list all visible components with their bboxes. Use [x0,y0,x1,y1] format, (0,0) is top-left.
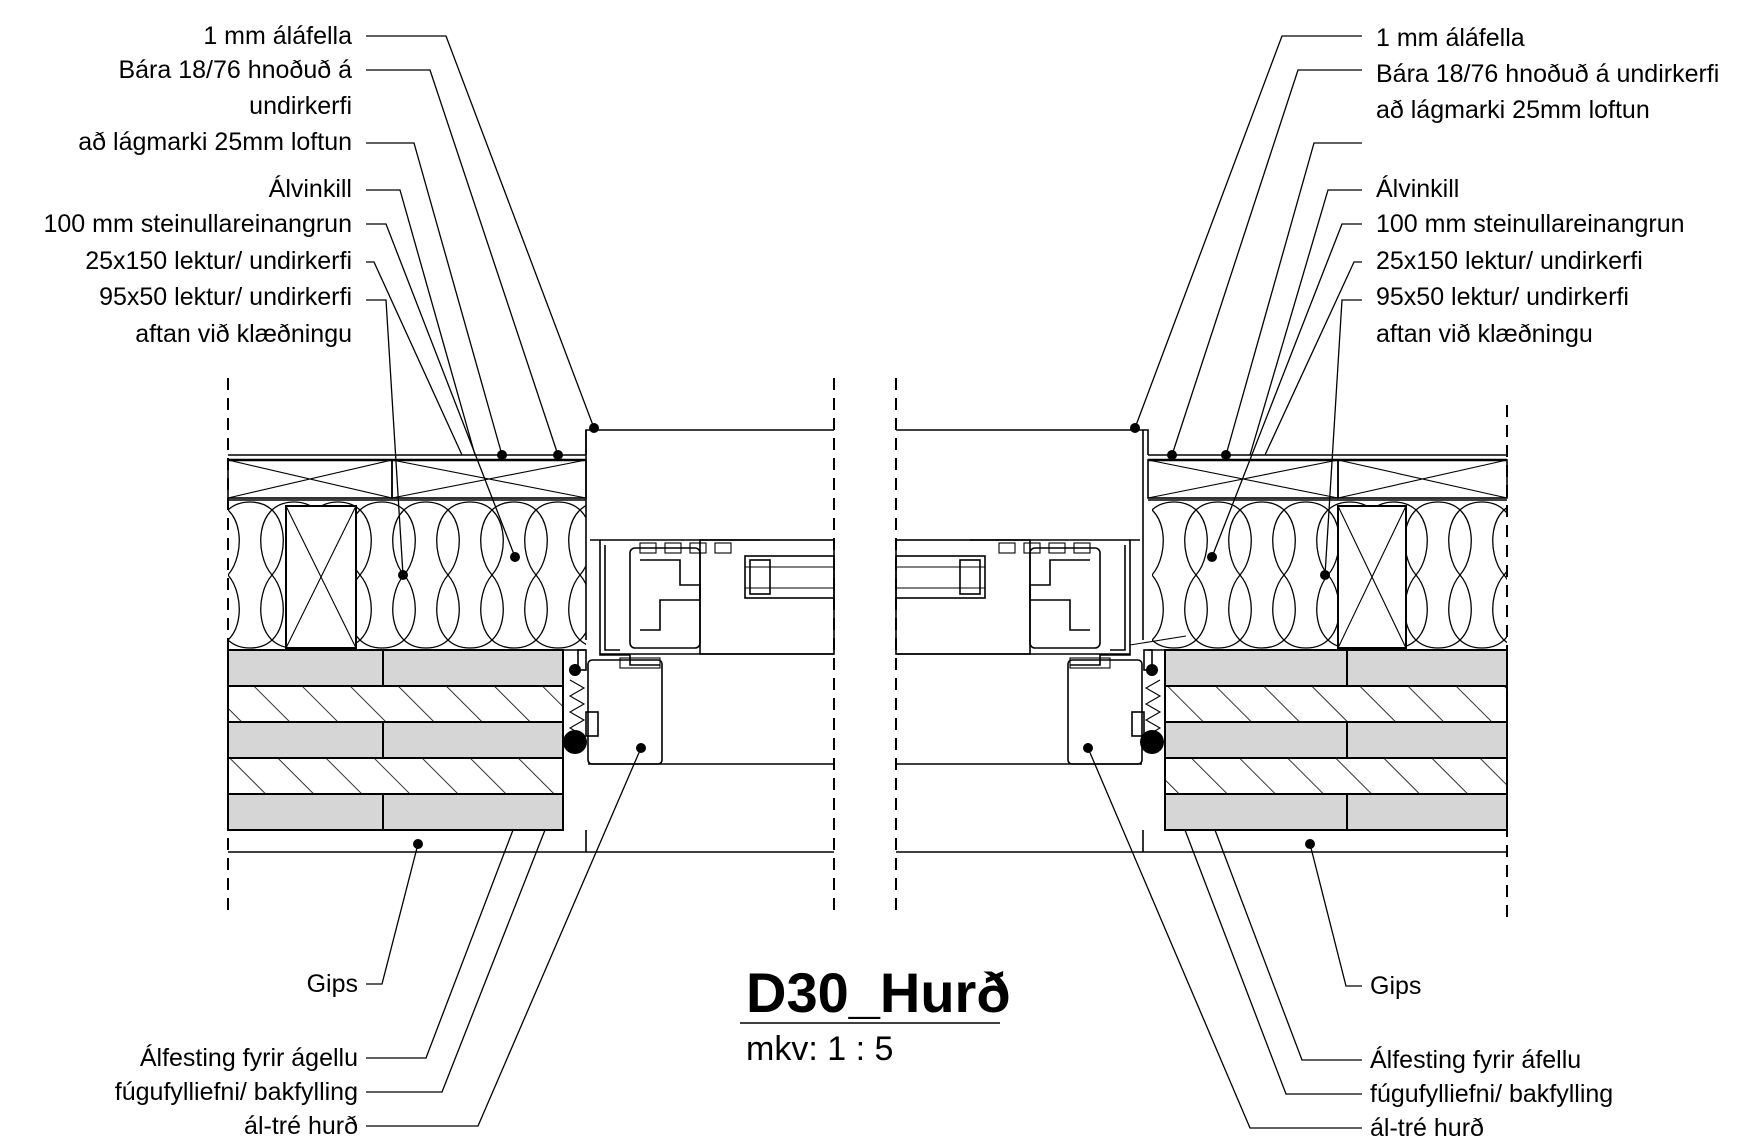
label-left-fugufylliefni: fúgufylliefni/ bakfylling [115,1078,358,1106]
label-right-door: ál-tré hurð [1370,1114,1484,1141]
right-wall-section [895,378,1508,918]
label-right-lektur-95x50: 95x50 lektur/ undirkerfi [1376,283,1629,311]
label-left-loftun: að lágmarki 25mm loftun [78,128,352,156]
door-frame-left [568,539,835,765]
label-left-steinull: 100 mm steinullareinangrun [43,210,352,238]
left-wall-section [227,378,835,918]
label-right-gips: Gips [1370,972,1421,1000]
right-labels: 1 mm áláfella Bára 18/76 hnoðuð á undirk… [1370,24,1719,1141]
label-left-alfesting: Álfesting fyrir ágellu [140,1043,358,1072]
scale-label: mkv: 1 : 5 [746,1030,893,1068]
right-leaders [1083,35,1362,1129]
door-frame-right [895,539,1187,765]
label-left-lektur-25x150: 25x150 lektur/ undirkerfi [85,247,352,275]
label-left-aftan: aftan við klæðningu [135,320,352,348]
left-leaders [366,35,646,1127]
label-right-alafella: 1 mm áláfella [1376,24,1525,52]
label-left-door: ál-tré hurð [244,1112,358,1140]
label-right-loftun: að lágmarki 25mm loftun [1376,96,1650,124]
drawing-title: D30_Hurð [746,961,1011,1024]
label-right-aftan: aftan við klæðningu [1376,320,1593,348]
label-left-alvinkill: Álvinkill [269,174,352,203]
label-left-undirkerfi: undirkerfi [249,92,352,120]
label-left-lektur-95x50: 95x50 lektur/ undirkerfi [99,283,352,311]
label-right-lektur-25x150: 25x150 lektur/ undirkerfi [1376,247,1643,275]
label-right-bara: Bára 18/76 hnoðuð á undirkerfi [1376,60,1719,88]
label-right-alfesting: Álfesting fyrir áfellu [1370,1045,1581,1074]
label-right-alvinkill: Álvinkill [1376,174,1459,203]
label-right-fugufylliefni: fúgufylliefni/ bakfylling [1370,1080,1613,1108]
label-left-bara: Bára 18/76 hnoðuð á [118,56,352,84]
label-left-gips: Gips [307,970,358,998]
title-block: D30_Hurð mkv: 1 : 5 [740,961,1011,1068]
left-labels: 1 mm áláfella Bára 18/76 hnoðuð á undirk… [43,22,358,1140]
label-left-alafella: 1 mm áláfella [203,22,352,50]
label-right-steinull: 100 mm steinullareinangrun [1376,210,1685,238]
